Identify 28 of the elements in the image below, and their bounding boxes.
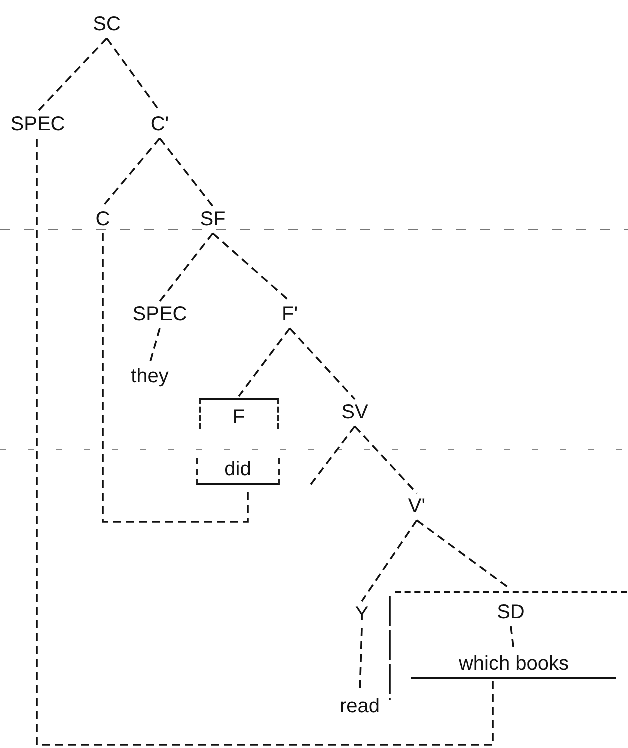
tree-branch <box>149 328 161 364</box>
category-label: C <box>96 208 110 232</box>
tree-branch <box>36 138 494 746</box>
category-label: C' <box>150 114 170 136</box>
category-label: F' <box>282 304 298 326</box>
category-label: SF <box>200 208 226 232</box>
tree-branch <box>354 426 418 494</box>
word-label: which books <box>412 653 616 679</box>
category-label: SPEC <box>132 304 188 326</box>
category-label: SD <box>395 592 627 624</box>
word-label: read <box>340 696 380 718</box>
category-label: SPEC <box>10 114 66 136</box>
category-label: SV <box>342 402 368 424</box>
category-label: SC <box>93 14 121 36</box>
tree-branch <box>289 328 356 400</box>
word-label: did <box>196 458 280 486</box>
tree-branch <box>102 138 161 208</box>
tree-branch <box>37 38 108 112</box>
tree-branch <box>102 234 249 523</box>
tree-branch <box>238 328 291 398</box>
tree-branch <box>159 232 214 302</box>
tree-branch <box>361 520 418 602</box>
category-label: F <box>199 398 279 430</box>
word-label: they <box>131 366 169 388</box>
category-label: V' <box>408 496 426 518</box>
tree-branch <box>159 138 214 208</box>
category-label: Y <box>355 604 369 626</box>
tree-branch <box>309 426 356 487</box>
